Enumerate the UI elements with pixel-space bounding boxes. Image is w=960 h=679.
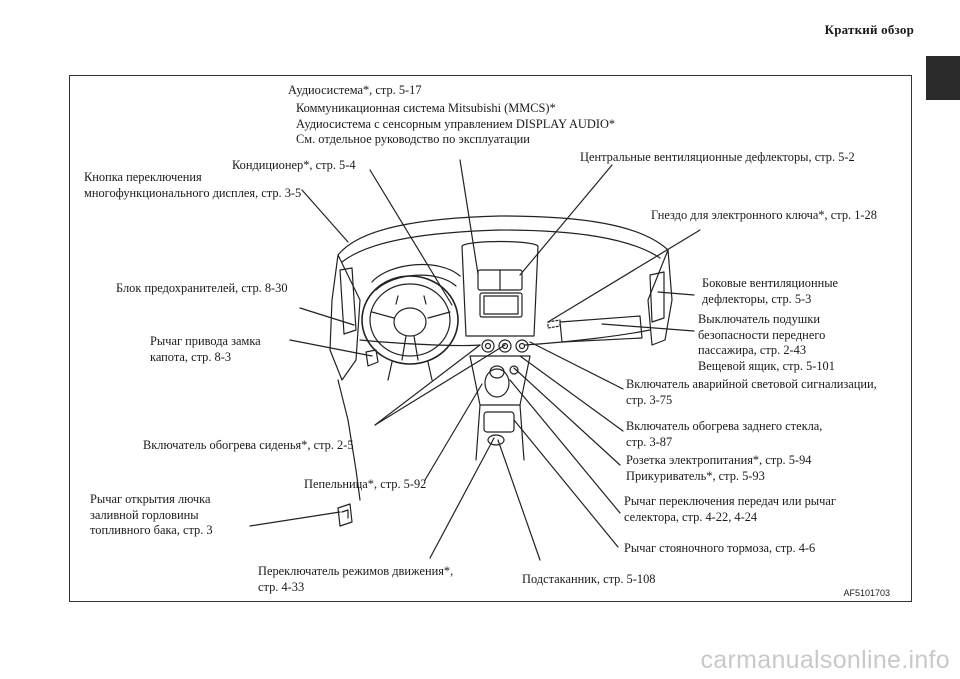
label-mmcs: Коммуникационная система Mitsubishi (MMC… [296,101,616,146]
label-cup-holder: Подстаканник, стр. 5-108 [522,572,656,586]
label-rear-defogger: Включатель обогрева заднего стекла, стр.… [626,419,823,449]
label-ashtray: Пепельница*, стр. 5-92 [304,477,427,491]
label-hazard-switch: Включатель аварийной световой сигнализац… [626,377,877,407]
label-seat-heater: Включатель обогрева сиденья*, стр. 2-5 [143,438,354,452]
label-key-slot: Гнездо для электронного ключа*, стр. 1-2… [651,208,877,222]
label-audio-system: Аудиосистема*, стр. 5-17 [288,83,422,97]
label-center-vents: Центральные вентиляционные дефлекторы, с… [580,150,855,164]
label-power-socket: Розетка электропитания*, стр. 5-94 Прику… [626,453,812,483]
figure-frame [69,75,912,602]
label-display-switch: Кнопка переключения многофункционального… [84,170,302,200]
label-hood-lever: Рычаг привода замка капота, стр. 8-3 [150,334,261,364]
page-header-title: Краткий обзор [824,22,914,37]
figure-code: AF5101703 [843,588,890,598]
label-side-vents: Боковые вентиляционные дефлекторы, стр. … [702,276,839,306]
label-parking-brake: Рычаг стояночного тормоза, стр. 4-6 [624,541,816,555]
section-tab-marker [926,56,960,100]
label-fuel-lid-lever: Рычаг открытия лючка заливной горловины … [90,492,213,537]
label-shift-lever: Рычаг переключения передач или рычаг сел… [624,494,836,524]
label-fuse-box: Блок предохранителей, стр. 8-30 [116,281,288,295]
watermark: carmanualsonline.info [700,646,950,674]
label-airbag-glovebox: Выключатель подушки безопасности передне… [698,312,835,373]
label-drive-mode: Переключатель режимов движения*, стр. 4-… [258,564,454,594]
label-air-conditioner: Кондиционер*, стр. 5-4 [232,158,356,172]
